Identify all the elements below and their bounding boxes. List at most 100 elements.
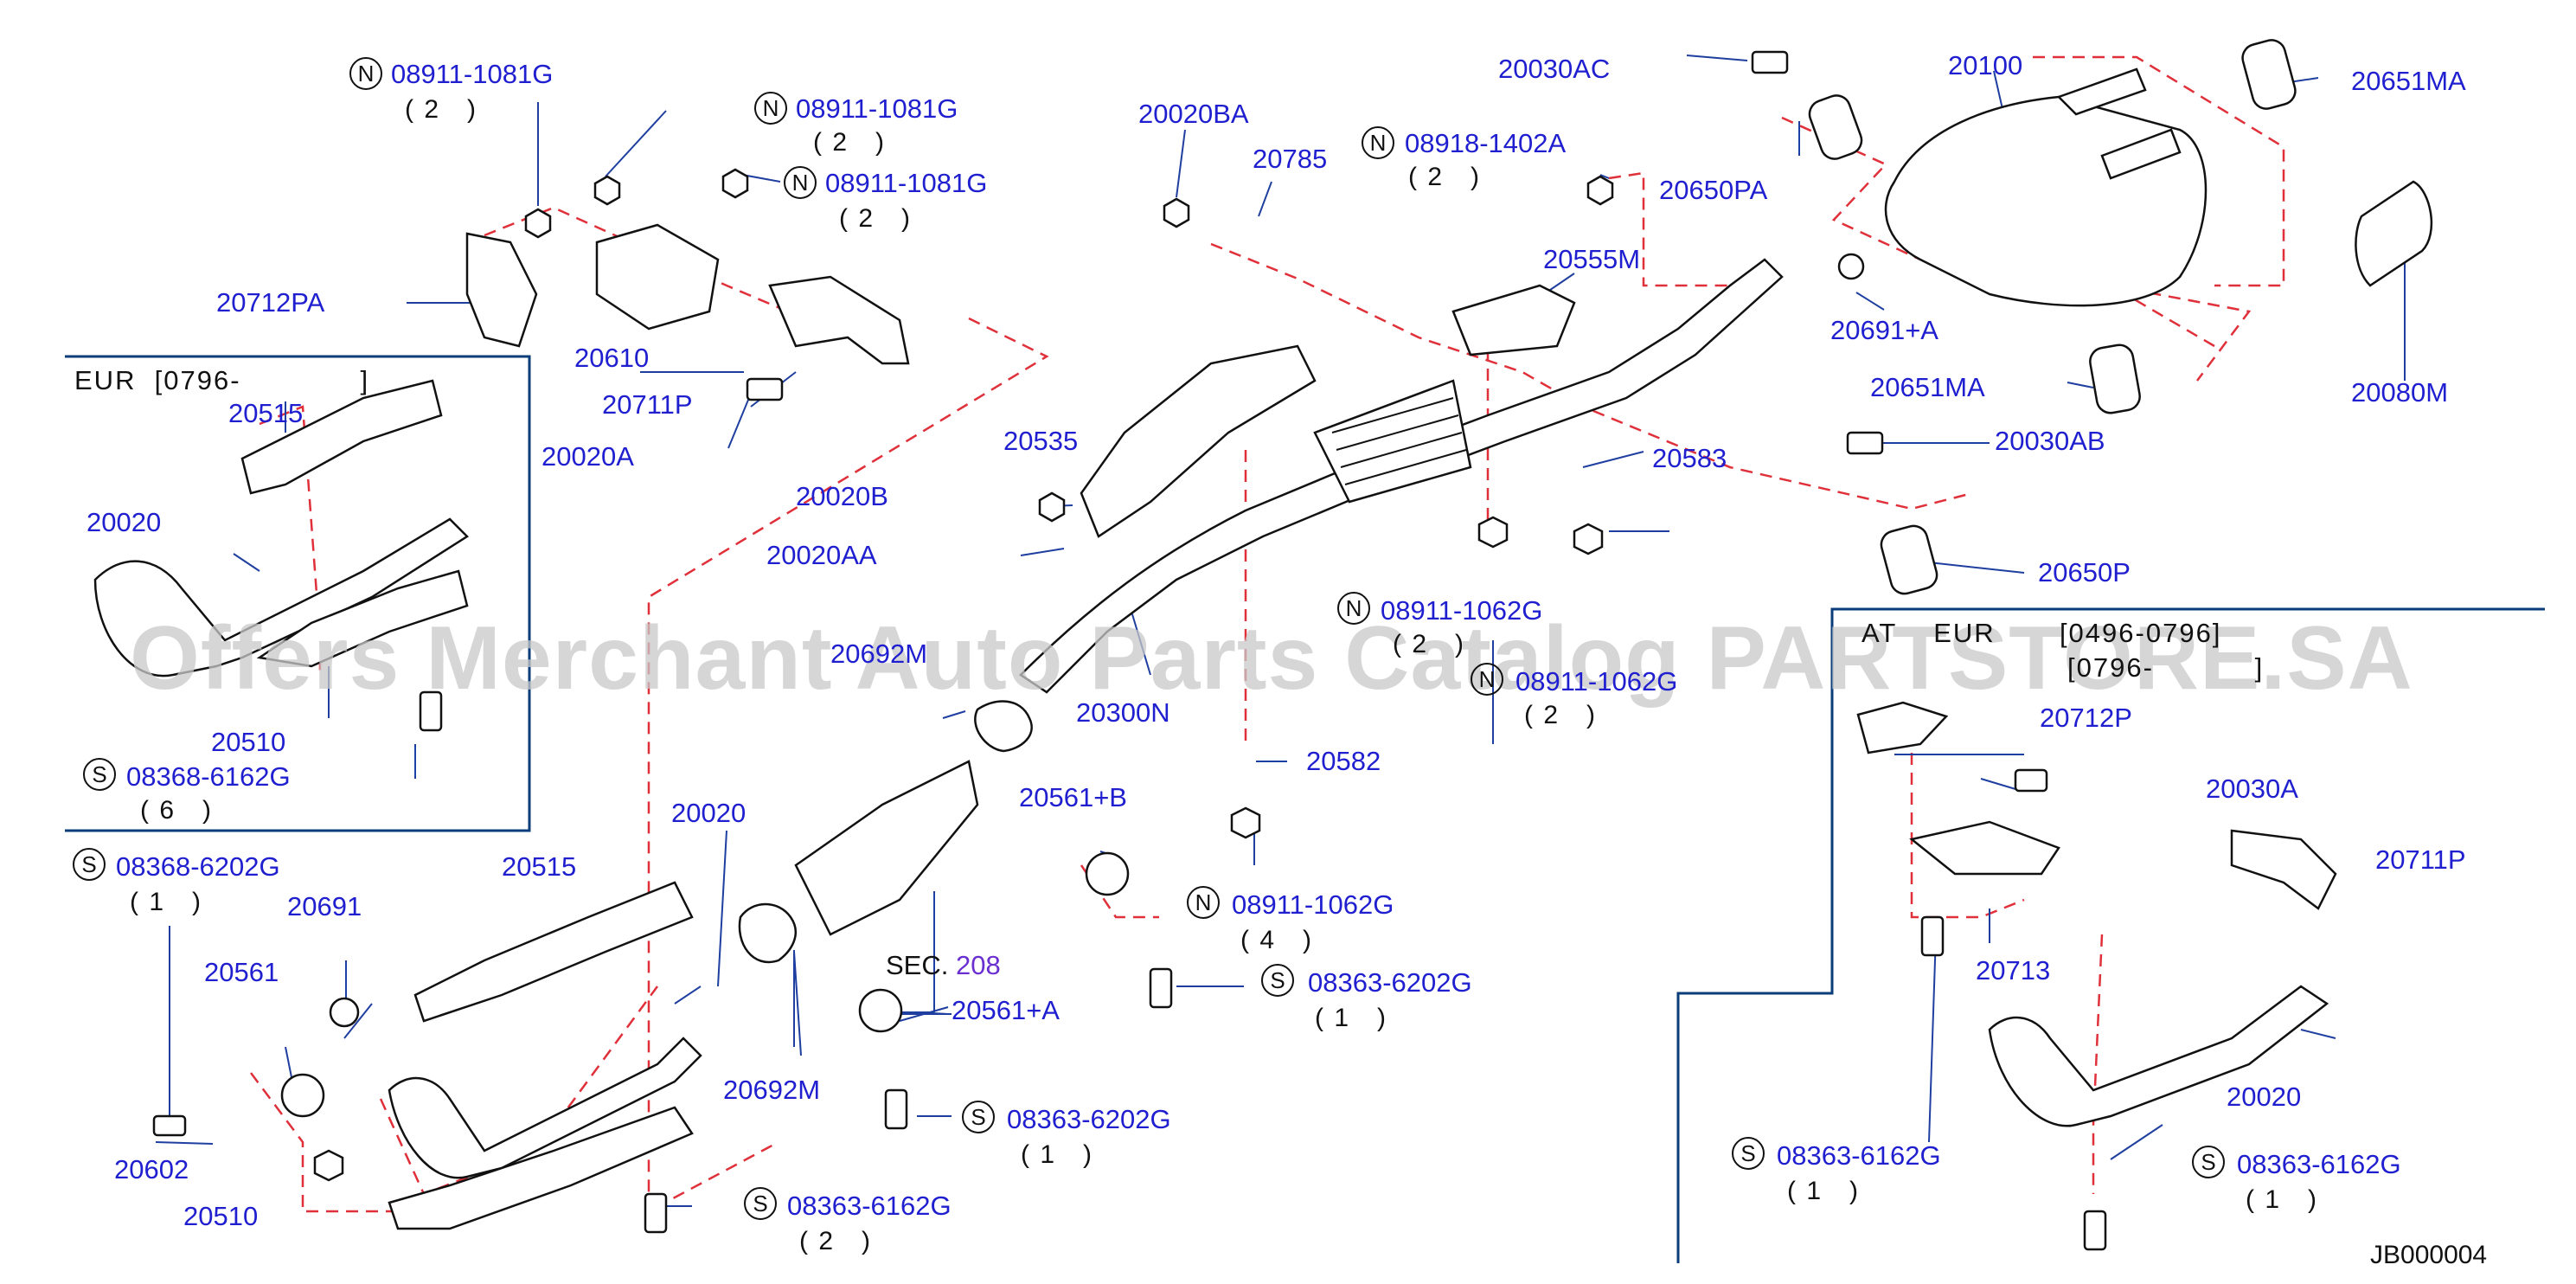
part-label[interactable]: 20100: [1948, 50, 2023, 80]
callout-qty: ( 2 ): [1524, 701, 1598, 729]
part-label[interactable]: 20561+B: [1019, 782, 1127, 812]
part-label[interactable]: 20651MA: [2351, 66, 2466, 96]
part-label[interactable]: 20691: [287, 891, 362, 921]
callout-badge: N: [754, 92, 787, 125]
part-label[interactable]: 20692M: [830, 639, 928, 669]
lower-front-pipe: [388, 1037, 702, 1179]
part-label[interactable]: 20785: [1253, 144, 1328, 174]
part-label[interactable]: 20020BA: [1138, 99, 1249, 129]
part-label[interactable]: 20561: [204, 957, 279, 987]
callout-badge: N: [349, 57, 382, 90]
eur-front-pipe: [93, 517, 469, 677]
hanger-20650p: [1880, 524, 1938, 595]
part-label[interactable]: 20020A: [541, 441, 634, 472]
part-label[interactable]: 20712P: [2040, 703, 2132, 733]
part-label[interactable]: 20020: [87, 507, 162, 537]
part-label[interactable]: 20650PA: [1659, 175, 1768, 205]
callout-part-number[interactable]: 08911-1062G: [1515, 666, 1678, 697]
part-label[interactable]: 20712PA: [216, 287, 325, 318]
bolt-c: [644, 1192, 668, 1234]
callout-part-number[interactable]: 08368-6162G: [126, 761, 291, 792]
callout-part-number[interactable]: 08368-6202G: [116, 851, 280, 882]
callout-qty: ( 1 ): [2246, 1185, 2319, 1214]
callout-qty: ( 2 ): [1408, 163, 1482, 191]
bolt-a: [1149, 967, 1173, 1009]
callout-part-number[interactable]: 08363-6162G: [787, 1191, 952, 1221]
part-label[interactable]: 20030A: [2206, 774, 2298, 804]
callout-badge: S: [962, 1101, 995, 1133]
callout-part-number[interactable]: 08363-6202G: [1007, 1104, 1171, 1134]
part-label[interactable]: 20582: [1306, 746, 1381, 776]
callout-part-number[interactable]: 08363-6162G: [2237, 1149, 2401, 1179]
part-label[interactable]: 20510: [183, 1201, 259, 1231]
nut-20020b: [1038, 491, 1066, 523]
bracket-20712pa: [465, 232, 538, 348]
callout-part-number[interactable]: 08911-1081G: [825, 168, 988, 198]
part-label[interactable]: 20691+A: [1830, 315, 1938, 345]
bracket-20610: [595, 223, 720, 331]
catalytic-converter: [1313, 379, 1472, 504]
part-label[interactable]: 20711P: [602, 389, 693, 420]
callout-badge: N: [784, 166, 817, 199]
callout-part-number[interactable]: 08911-1062G: [1381, 595, 1543, 626]
callout-part-number[interactable]: 08911-1081G: [391, 59, 554, 89]
part-label[interactable]: 20650P: [2038, 557, 2131, 587]
callout-qty: ( 2 ): [799, 1227, 873, 1255]
part-label[interactable]: 20602: [114, 1154, 189, 1184]
part-label[interactable]: 20030AC: [1498, 54, 1611, 84]
part-label[interactable]: 20020AA: [766, 540, 877, 570]
part-label[interactable]: 20515: [228, 398, 304, 428]
nut-c: [1230, 806, 1261, 839]
part-label[interactable]: 20020B: [796, 481, 888, 511]
callout-part-number[interactable]: 08911-1081G: [796, 93, 958, 124]
part-label[interactable]: 20515: [502, 851, 577, 882]
bolt-20030ab: [1846, 431, 1884, 455]
nut-a: [1477, 516, 1509, 549]
part-label[interactable]: 20583: [1652, 443, 1727, 473]
section-number[interactable]: 208: [955, 950, 1001, 980]
part-label[interactable]: 20030AB: [1995, 426, 2105, 456]
callout-qty: ( 2 ): [813, 128, 887, 157]
nut-20020ba: [1163, 197, 1190, 228]
part-label[interactable]: 20535: [1003, 426, 1079, 456]
part-label[interactable]: 20610: [574, 343, 650, 373]
part-label[interactable]: 20300N: [1076, 697, 1170, 728]
part-label[interactable]: 20711P: [2375, 844, 2466, 875]
callout-part-number[interactable]: 08911-1062G: [1232, 889, 1394, 920]
callout-badge: S: [1732, 1137, 1765, 1170]
right-front-pipe: [1988, 985, 2329, 1127]
part-label[interactable]: 20713: [1976, 955, 2051, 985]
clamp-20561: [280, 1073, 325, 1118]
part-label[interactable]: 20555M: [1543, 244, 1641, 274]
part-label[interactable]: 20020: [671, 798, 747, 828]
nut-08918: [1586, 175, 1614, 206]
callout-part-number[interactable]: 08363-6202G: [1308, 967, 1472, 998]
hanger-20650pa: [1808, 94, 1863, 160]
section-reference[interactable]: SEC. 208: [886, 952, 1001, 979]
callout-badge: N: [1362, 126, 1394, 159]
callout-qty: ( 1 ): [1787, 1177, 1861, 1205]
lower-heat-shield-lower: [388, 1106, 694, 1230]
inset-title-eur: EUR [0796- ]: [74, 365, 370, 395]
callout-part-number[interactable]: 08363-6162G: [1777, 1140, 1941, 1171]
bolt-20020a: [746, 377, 784, 401]
callout-badge: N: [1337, 592, 1370, 625]
nut-top-1: [524, 208, 552, 239]
part-label[interactable]: 20561+A: [952, 995, 1060, 1025]
lower-heat-shield-upper: [413, 881, 694, 1023]
inset-title-right-1: AT EUR [0496-0796]: [1862, 618, 2222, 648]
gasket-top-20692m: [974, 700, 1033, 753]
part-label[interactable]: 20020: [2227, 1082, 2302, 1112]
part-label[interactable]: 20080M: [2351, 377, 2449, 408]
callout-part-number[interactable]: 08918-1402A: [1405, 128, 1567, 158]
callout-badge: S: [744, 1187, 777, 1220]
part-label[interactable]: 20651MA: [1870, 372, 1985, 402]
ring-20691: [329, 997, 360, 1028]
hanger-20651ma: [2241, 39, 2297, 110]
muffler-tailpipe-2: [2100, 128, 2182, 180]
callout-badge: N: [1187, 886, 1220, 919]
bolt-20030a: [2014, 768, 2048, 793]
part-label[interactable]: 20692M: [723, 1075, 821, 1105]
part-label[interactable]: 20510: [211, 727, 286, 757]
eur-heat-shield-upper: [240, 379, 443, 495]
